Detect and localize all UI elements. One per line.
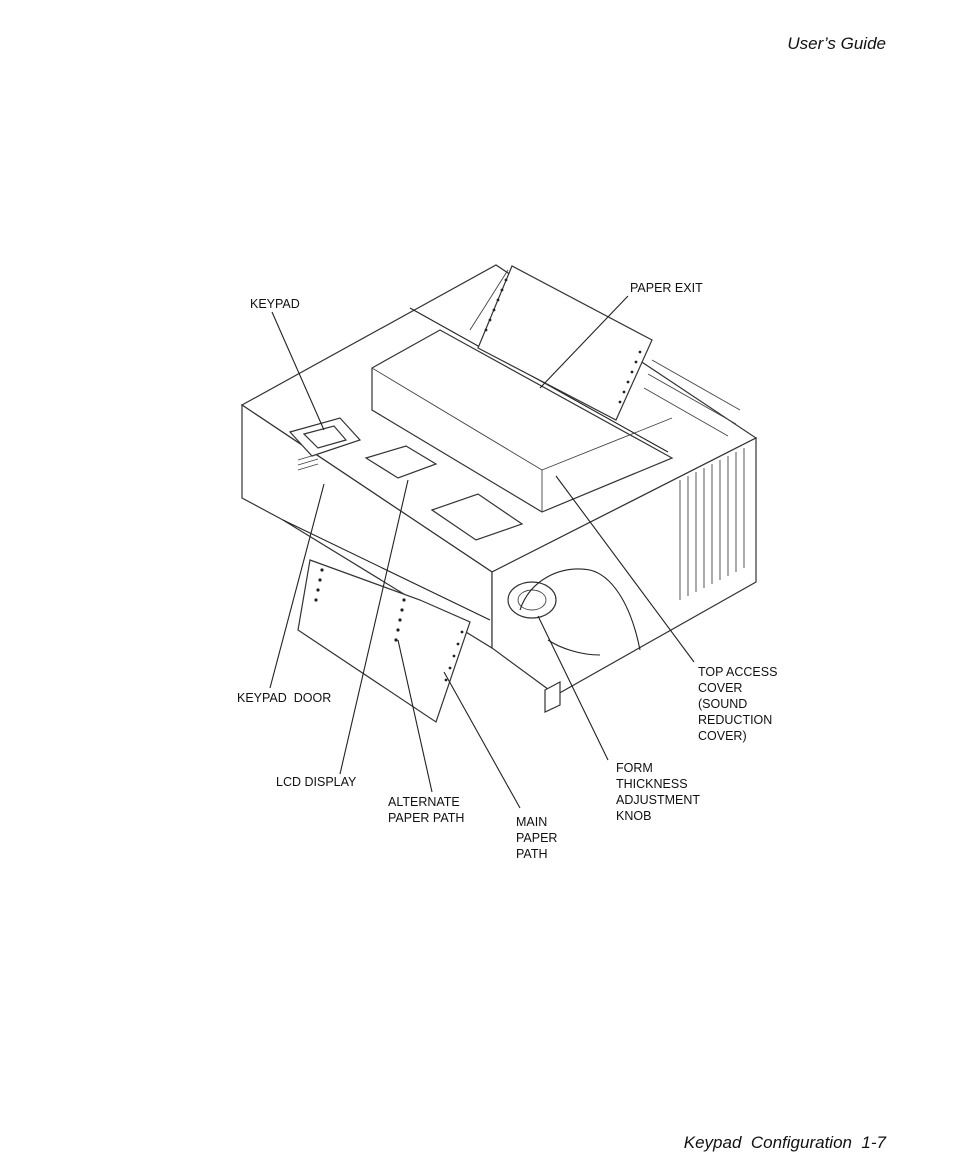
label-paper-exit: PAPER EXIT [630,281,703,295]
main-paper-sheet [297,559,471,723]
tractor-holes-front [314,568,464,682]
keypad-door-grip [297,453,319,471]
lcd-display [364,445,438,479]
page-footer: Keypad Configuration 1-7 [683,1133,886,1152]
printer-foot [544,681,561,713]
label-top-access-cover-1: TOP ACCESS [698,665,777,679]
label-form-thickness-3: ADJUSTMENT [616,793,700,807]
label-top-access-cover-4: REDUCTION [698,713,772,727]
printer-front-face [241,403,493,650]
label-form-thickness-2: THICKNESS [616,777,688,791]
label-main-paper-path-2: PAPER [516,831,557,845]
printer-illustration [240,264,758,723]
label-top-access-cover-3: (SOUND [698,697,747,711]
label-alternate-paper-path-2: PAPER PATH [388,811,464,825]
label-alternate-paper-path-1: ALTERNATE [388,795,460,809]
label-form-thickness-4: KNOB [616,809,651,823]
label-main-paper-path-3: PATH [516,847,547,861]
vent-grille [679,448,745,600]
label-form-thickness-1: FORM [616,761,653,775]
paper-exit-sheet [477,265,653,421]
form-thickness-knob [507,581,557,619]
front-window [430,493,524,541]
hand-outline [519,568,641,656]
label-top-access-cover-5: COVER) [698,729,747,743]
label-top-access-cover-2: COVER [698,681,742,695]
top-access-cover [371,329,674,513]
label-lcd-display: LCD DISPLAY [276,775,357,789]
tractor-holes-top [484,278,642,404]
page-header-title: User’s Guide [787,34,886,53]
label-keypad: KEYPAD [250,297,300,311]
label-main-paper-path-1: MAIN [516,815,547,829]
printer-right-face [491,437,757,696]
label-keypad-door: KEYPAD DOOR [237,691,331,705]
leader-lines [269,295,695,809]
paper-slot [282,519,491,621]
